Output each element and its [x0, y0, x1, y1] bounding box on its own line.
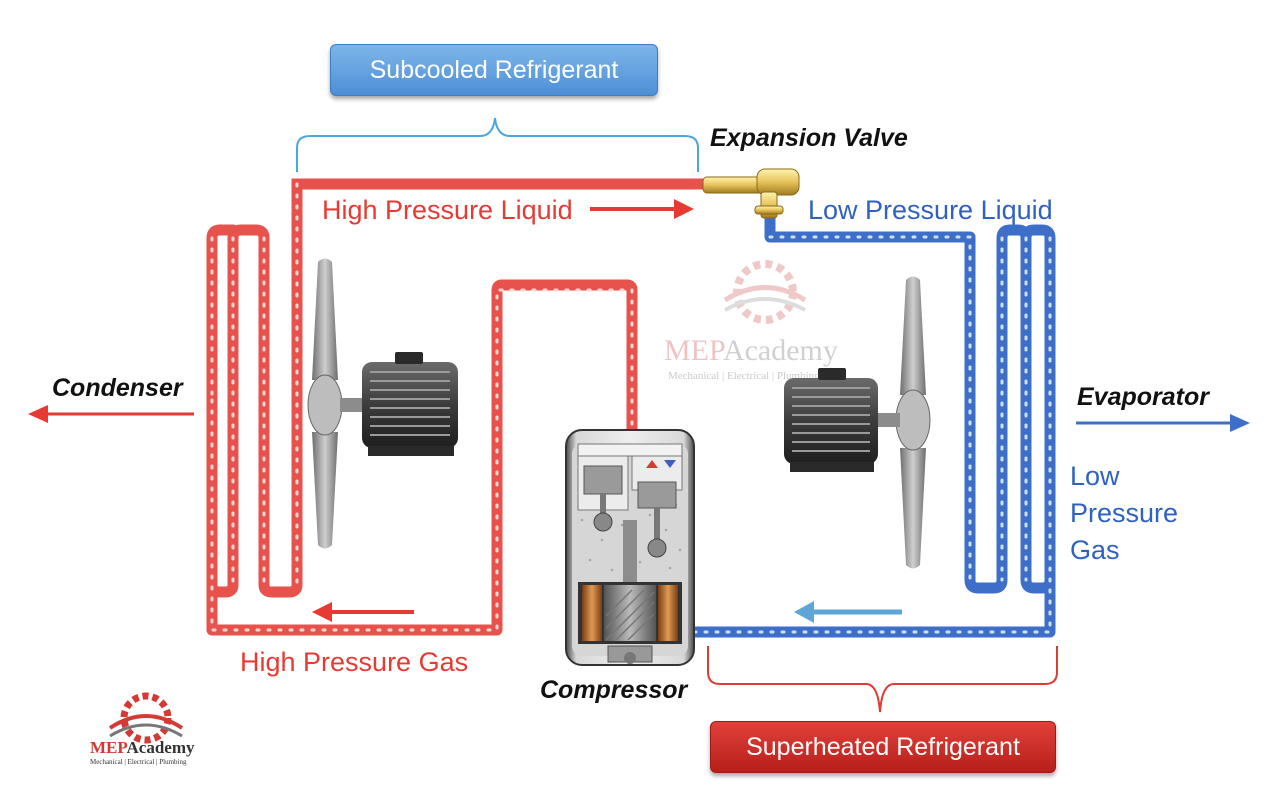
- high-pressure-liquid-arrow: [590, 199, 694, 219]
- logo-title-mep: MEP: [90, 738, 127, 757]
- low-pressure-liquid-label: Low Pressure Liquid: [808, 195, 1053, 225]
- logo-gear-icon: [108, 692, 184, 744]
- watermark-title-mep: MEP: [664, 334, 723, 367]
- low-pressure-gas-line-3: Gas: [1070, 535, 1120, 565]
- low-pressure-gas-line-2: Pressure: [1070, 498, 1179, 528]
- watermark-title-academy: Academy: [722, 334, 838, 367]
- logo-subtitle: Mechanical | Electrical | Plumbing: [90, 758, 187, 766]
- watermark-gear-icon: [723, 260, 807, 324]
- condenser-fan-motor: [307, 258, 458, 549]
- subcooled-bracket: [296, 117, 699, 172]
- subcooled-refrigerant-text: Subcooled Refrigerant: [369, 55, 619, 84]
- subcooled-refrigerant-label: Subcooled Refrigerant: [330, 44, 658, 96]
- high-pressure-liquid-label: High Pressure Liquid: [322, 195, 573, 225]
- logo-title-academy: Academy: [126, 738, 195, 757]
- high-pressure-gas-label: High Pressure Gas: [240, 647, 469, 677]
- condenser-label: Condenser: [52, 374, 183, 402]
- expansion-valve: [702, 168, 800, 219]
- watermark-title: MEPAcademy: [664, 334, 838, 368]
- evaporator-fan-motor: [784, 276, 931, 569]
- high-pressure-gas-arrow: [312, 602, 414, 622]
- evaporator-arrow: [1076, 414, 1250, 432]
- condenser-coil: [206, 279, 638, 636]
- logo-title: MEPAcademy: [90, 738, 195, 758]
- low-pressure-gas-arrow: [794, 601, 902, 623]
- superheated-bracket: [707, 646, 1058, 713]
- low-pressure-gas-line-1: Low: [1070, 461, 1120, 491]
- superheated-refrigerant-label: Superheated Refrigerant: [710, 721, 1056, 773]
- low-pressure-gas-label: Low Pressure Gas: [1070, 458, 1178, 569]
- evaporator-label: Evaporator: [1077, 383, 1209, 411]
- superheated-refrigerant-text: Superheated Refrigerant: [746, 732, 1020, 761]
- flow-arrows: [28, 199, 1250, 623]
- compressor-label: Compressor: [540, 676, 688, 704]
- watermark-subtitle: Mechanical | Electrical | Plumbing: [668, 370, 820, 382]
- high-pressure-piping: [206, 178, 714, 636]
- expansion-valve-label: Expansion Valve: [710, 124, 908, 152]
- suction-line: [684, 574, 1056, 638]
- condenser-arrow: [28, 405, 194, 423]
- compressor: [565, 429, 695, 666]
- low-pressure-piping: [684, 206, 1056, 638]
